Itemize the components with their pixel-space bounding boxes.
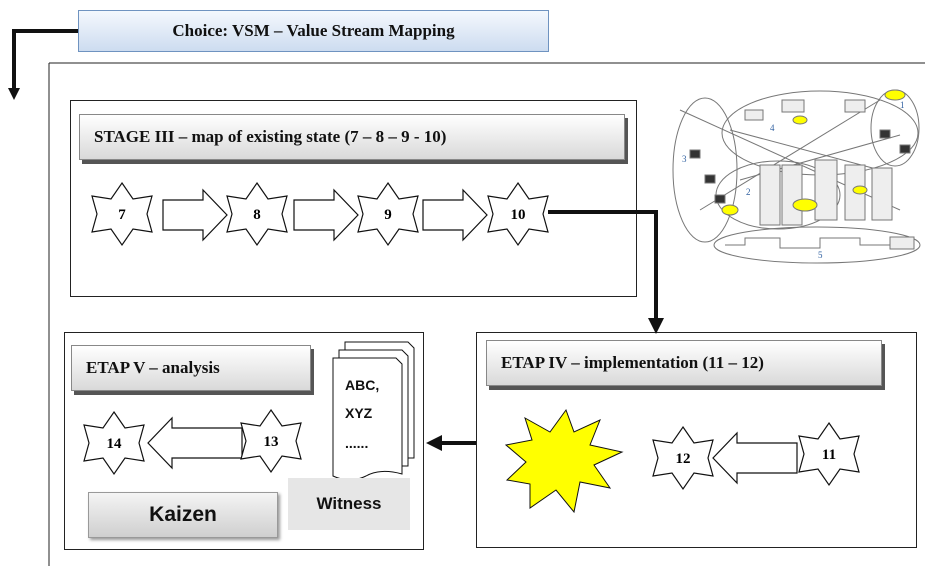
stage5-step-14-label: 14 bbox=[107, 436, 123, 452]
header-elbow-arrow bbox=[12, 29, 78, 92]
stage4-step-11: 11 bbox=[798, 421, 860, 487]
vsm-map-thumbnail: 1 2 3 4 5 bbox=[672, 89, 921, 264]
stage4-step-12-label: 12 bbox=[676, 451, 691, 467]
stage3-step-7: 7 bbox=[91, 181, 153, 247]
stage5-step-13: 13 bbox=[240, 408, 302, 474]
header-title-box: Choice: VSM – Value Stream Mapping bbox=[78, 10, 549, 52]
stage3-step-9: 9 bbox=[357, 181, 419, 247]
stage3-title-box: STAGE III – map of existing state (7 – 8… bbox=[79, 114, 625, 160]
header-title: Choice: VSM – Value Stream Mapping bbox=[172, 21, 455, 40]
document-line-2: XYZ bbox=[345, 405, 373, 421]
stage5-title: ETAP V – analysis bbox=[86, 358, 220, 377]
stage4-to-stage5-arrowhead bbox=[426, 435, 442, 451]
stage3-step-8-label: 8 bbox=[253, 207, 261, 223]
documents-stack-icon: ABC, XYZ ...... bbox=[332, 341, 415, 481]
stage4-burst bbox=[504, 408, 624, 514]
thumb-num-1: 1 bbox=[900, 100, 905, 110]
stage5-arrow bbox=[147, 416, 243, 470]
stage5-step-14: 14 bbox=[83, 410, 145, 476]
stage4-step-12: 12 bbox=[652, 425, 714, 491]
witness-label: Witness bbox=[316, 494, 382, 513]
stage4-arrow bbox=[712, 431, 798, 485]
document-line-1: ABC, bbox=[345, 377, 379, 393]
stage3-step-10-label: 10 bbox=[511, 207, 526, 223]
stage3-step-8: 8 bbox=[226, 181, 288, 247]
stage3-arrow-1 bbox=[162, 188, 228, 242]
stage5-step-13-label: 13 bbox=[264, 434, 279, 450]
stage3-to-stage4-line bbox=[548, 210, 658, 320]
stage4-step-11-label: 11 bbox=[822, 447, 836, 463]
stage3-step-9-label: 9 bbox=[384, 207, 392, 223]
stage5-title-box: ETAP V – analysis bbox=[71, 345, 311, 391]
stage3-step-7-label: 7 bbox=[118, 207, 126, 223]
stage3-step-10: 10 bbox=[487, 181, 549, 247]
witness-box: Witness bbox=[288, 478, 410, 530]
kaizen-label: Kaizen bbox=[149, 503, 217, 526]
stage3-arrow-2 bbox=[293, 188, 359, 242]
stage3-to-stage4-arrowhead bbox=[648, 318, 664, 334]
thumb-num-2: 2 bbox=[746, 187, 751, 197]
header-elbow-arrowhead bbox=[8, 88, 20, 100]
thumb-num-3: 3 bbox=[682, 154, 687, 164]
thumb-num-4: 4 bbox=[770, 123, 775, 133]
stage4-title: ETAP IV – implementation (11 – 12) bbox=[501, 353, 764, 372]
thumb-num-5: 5 bbox=[818, 250, 823, 260]
stage3-title: STAGE III – map of existing state (7 – 8… bbox=[94, 127, 447, 146]
document-line-3: ...... bbox=[345, 435, 368, 451]
stage4-title-box: ETAP IV – implementation (11 – 12) bbox=[486, 340, 882, 386]
kaizen-button: Kaizen bbox=[88, 492, 278, 538]
stage3-arrow-3 bbox=[422, 188, 488, 242]
